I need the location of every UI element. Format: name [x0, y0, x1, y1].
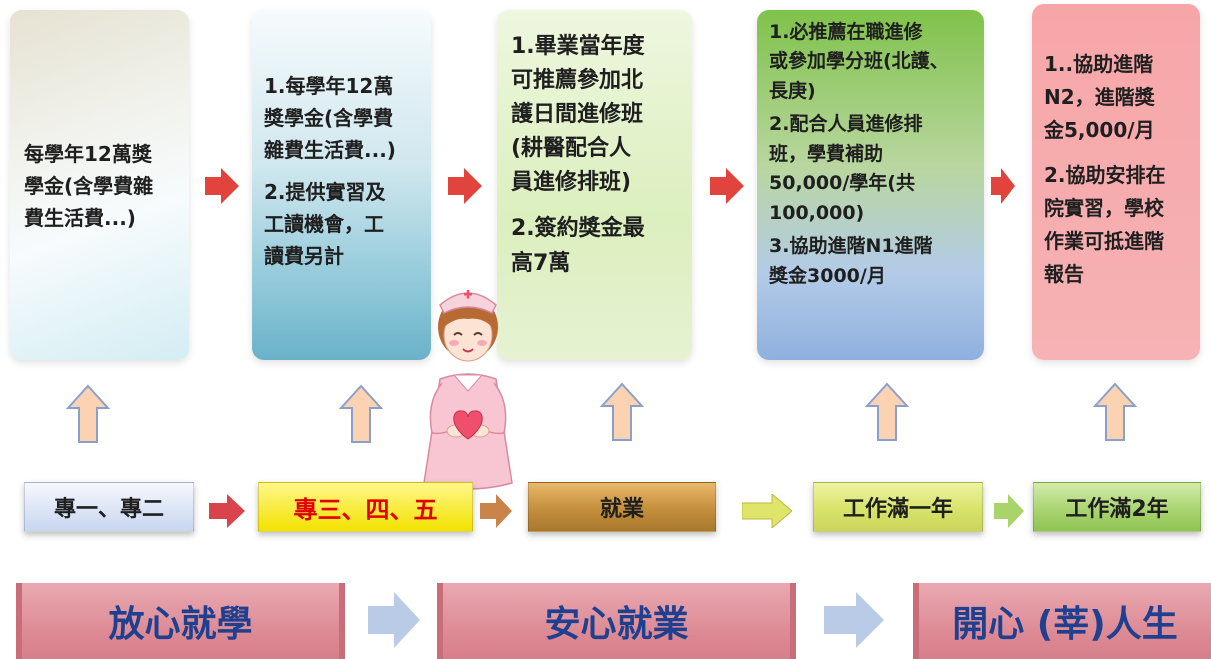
stage-two-years: 工作滿2年	[1033, 482, 1201, 532]
card-5-line: 作業可抵進階	[1044, 229, 1164, 253]
card-4-line: 50,000/學年(共	[769, 172, 915, 195]
card-3-line: 1.畢業當年度	[511, 34, 645, 59]
card-4-line: 長庚)	[769, 79, 816, 102]
card-2-line: 讀費另計	[264, 244, 344, 268]
nurse-illustration	[423, 290, 513, 490]
card-1: 每學年12萬獎 學金(含學費雜 費生活費...)	[10, 10, 189, 360]
up-arrow-icon	[600, 382, 644, 441]
card-3-line: 護日間進修班	[511, 102, 644, 128]
card-4-line: 100,000)	[769, 201, 865, 224]
right-arrow-icon	[710, 168, 744, 204]
stage-employment: 就業	[528, 482, 716, 532]
right-arrow-icon	[205, 168, 239, 204]
right-arrow-icon	[991, 168, 1015, 204]
card-4-line: 2.配合人員進修排	[769, 113, 923, 136]
right-arrow-icon	[368, 592, 420, 648]
card-1-line: 費生活費...)	[24, 206, 136, 230]
banner-life: 開心 (莘)人生	[913, 583, 1211, 659]
card-2-line: 2.提供實習及	[264, 180, 386, 204]
card-2-line: 1.每學年12萬	[264, 74, 394, 98]
card-5-line: 院實習，學校	[1044, 196, 1164, 220]
card-2-line: 雜費生活費...)	[264, 138, 396, 162]
card-4: 1.必推薦在職進修 或參加學分班(北護、 長庚) 2.配合人員進修排 班，學費補…	[757, 10, 984, 360]
card-4-line: 獎金3000/月	[769, 264, 886, 287]
up-arrow-icon	[865, 382, 909, 441]
card-4-line: 班，學費補助	[769, 142, 884, 165]
stage-one-year: 工作滿一年	[813, 482, 983, 532]
card-1-line: 學金(含學費雜	[24, 174, 154, 198]
card-5-line: 金5,000/月	[1044, 118, 1155, 142]
card-5-line: N2，進階獎	[1044, 85, 1155, 109]
card-3-line: 高7萬	[511, 250, 571, 276]
card-2-line: 獎學金(含學費	[264, 106, 394, 130]
card-5-line: 1..協助進階	[1044, 52, 1154, 76]
card-3: 1.畢業當年度 可推薦參加北 護日間進修班 (耕醫配合人 員進修排班) 2.簽約…	[497, 10, 692, 360]
card-3-line: 2.簽約獎金最	[511, 216, 645, 242]
card-3-line: 員進修排班)	[511, 170, 632, 196]
banner-study: 放心就學	[16, 583, 345, 659]
right-arrow-icon	[742, 494, 792, 528]
card-3-line: (耕醫配合人	[511, 136, 632, 162]
up-arrow-icon	[66, 384, 110, 443]
card-1-line: 每學年12萬獎	[24, 142, 152, 166]
right-arrow-icon	[480, 494, 512, 528]
banner-employment: 安心就業	[437, 583, 796, 659]
right-arrow-icon	[824, 592, 884, 648]
stage-year1-2: 專一、專二	[24, 482, 194, 532]
up-arrow-icon	[339, 384, 383, 443]
right-arrow-icon	[209, 494, 245, 528]
right-arrow-icon	[448, 168, 482, 204]
up-arrow-icon	[1093, 382, 1137, 441]
card-5: 1..協助進階 N2，進階獎 金5,000/月 2.協助安排在 院實習，學校 作…	[1032, 4, 1200, 360]
card-4-line: 或參加學分班(北護、	[769, 50, 949, 73]
card-4-line: 3.協助進階N1進階	[769, 235, 933, 258]
card-5-line: 2.協助安排在	[1044, 163, 1166, 187]
card-5-line: 報告	[1044, 262, 1084, 286]
stage-year3-5: 專三、四、五	[258, 482, 473, 532]
card-4-line: 1.必推薦在職進修	[769, 21, 923, 43]
card-2: 1.每學年12萬 獎學金(含學費 雜費生活費...) 2.提供實習及 工讀機會，…	[252, 10, 431, 360]
right-arrow-icon	[994, 494, 1024, 528]
card-3-line: 可推薦參加北	[511, 68, 644, 94]
card-2-line: 工讀機會，工	[264, 212, 384, 236]
